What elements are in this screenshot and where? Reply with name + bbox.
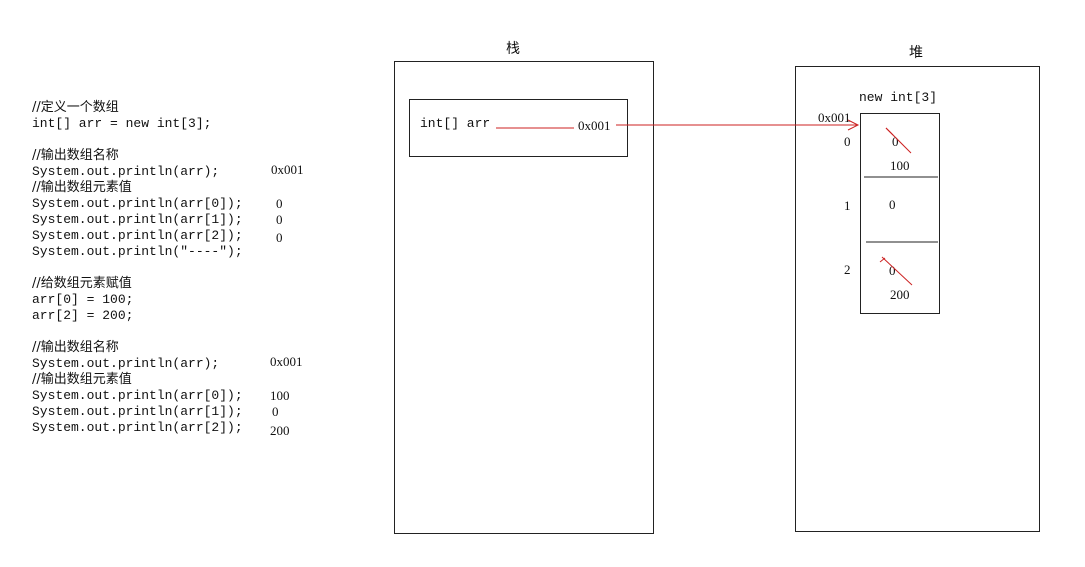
array-index: 2 bbox=[844, 262, 851, 277]
output-value: 0x001 bbox=[271, 162, 304, 177]
strike-mark bbox=[881, 256, 913, 286]
code-line: System.out.println(arr); bbox=[32, 356, 220, 371]
output-value: 200 bbox=[270, 423, 290, 438]
output-value: 100 bbox=[270, 388, 290, 403]
heap-array-address: 0x001 bbox=[818, 110, 851, 125]
code-line: //输出数组名称 bbox=[32, 340, 119, 355]
output-value: 0x001 bbox=[270, 354, 303, 369]
code-line: //输出数组元素值 bbox=[32, 180, 132, 195]
cell-new-value: 100 bbox=[890, 158, 910, 173]
array-index: 0 bbox=[844, 134, 851, 149]
strike-mark bbox=[879, 257, 886, 263]
cell-old-value: 0 bbox=[889, 263, 896, 278]
code-line: System.out.println(arr); bbox=[32, 164, 220, 179]
stack-title: 栈 bbox=[506, 41, 520, 57]
strike-mark bbox=[885, 127, 894, 136]
code-line: //定义一个数组 bbox=[32, 100, 119, 115]
code-line: //给数组元素赋值 bbox=[32, 276, 132, 291]
code-line: System.out.println(arr[2]); bbox=[32, 420, 243, 435]
output-value: 0 bbox=[276, 196, 283, 211]
cell-new-value: 200 bbox=[890, 287, 910, 302]
stack-variable-value: 0x001 bbox=[578, 118, 611, 133]
code-line: System.out.println(arr[0]); bbox=[32, 388, 243, 403]
code-line: arr[0] = 100; bbox=[32, 292, 134, 307]
code-line: //输出数组元素值 bbox=[32, 372, 132, 387]
code-line: arr[2] = 200; bbox=[32, 308, 134, 323]
code-line: System.out.println(arr[1]); bbox=[32, 212, 243, 227]
heap-array-box bbox=[860, 113, 940, 314]
code-line: System.out.println(arr[2]); bbox=[32, 228, 243, 243]
heap-array-label: new int[3] bbox=[859, 90, 938, 105]
code-line: int[] arr = new int[3]; bbox=[32, 116, 212, 131]
code-line: System.out.println("----"); bbox=[32, 244, 243, 259]
stack-variable-label: int[] arr bbox=[420, 116, 491, 131]
cell-old-value: 0 bbox=[892, 134, 899, 149]
heap-title: 堆 bbox=[909, 45, 923, 61]
output-value: 0 bbox=[272, 404, 279, 419]
output-value: 0 bbox=[276, 230, 283, 245]
code-line: //输出数组名称 bbox=[32, 148, 119, 163]
code-line: System.out.println(arr[0]); bbox=[32, 196, 243, 211]
reference-arrowhead bbox=[847, 119, 860, 131]
cell-new-value: 0 bbox=[889, 197, 896, 212]
array-index: 1 bbox=[844, 198, 851, 213]
output-value: 0 bbox=[276, 212, 283, 227]
code-line: System.out.println(arr[1]); bbox=[32, 404, 243, 419]
